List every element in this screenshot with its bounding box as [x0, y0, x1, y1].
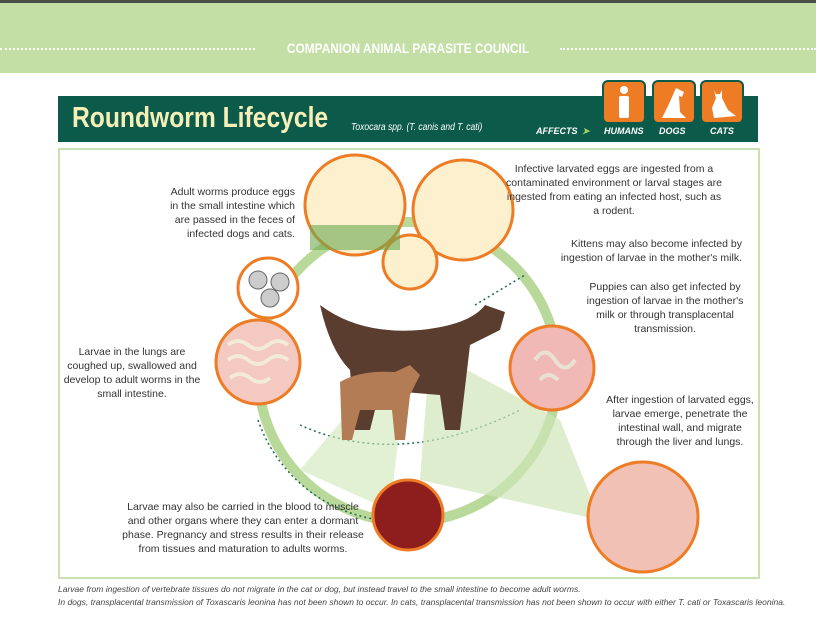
dashed-arrow [474, 274, 526, 306]
step-ingestion: Infective larvated eggs are ingested fro… [506, 163, 722, 217]
dog-icon [652, 80, 696, 124]
title-bar: Roundworm Lifecycle Toxocara spp. (T. ca… [58, 80, 758, 142]
org-name: COMPANION ANIMAL PARASITE COUNCIL [286, 40, 530, 56]
divider [560, 48, 816, 50]
intestine-larvae-bubble [508, 324, 596, 412]
eggs-bubble [236, 256, 300, 320]
header-band: COMPANION ANIMAL PARASITE COUNCIL [0, 3, 816, 73]
footnote: Larvae from ingestion of vertebrate tiss… [58, 584, 581, 594]
step-migration: After ingestion of larvated eggs, larvae… [606, 394, 754, 448]
step-puppies: Puppies can also get infected by ingesti… [586, 281, 744, 335]
target-humans: HUMANS [604, 126, 644, 136]
human-icon [602, 80, 646, 124]
target-dogs: DOGS [659, 126, 686, 136]
step-adult-worms: Adult worms produce eggs in the small in… [170, 186, 295, 240]
zoom-beam [420, 350, 600, 520]
puppy-silhouette [340, 365, 420, 440]
dashed-arrow [257, 419, 381, 521]
arrow-icon: ➤ [582, 126, 590, 136]
larvae [533, 350, 577, 382]
step-lungs: Larvae in the lungs are coughed up, swal… [63, 346, 201, 400]
top-border [0, 0, 816, 3]
tissue-bubble [586, 460, 700, 574]
page-title: Roundworm Lifecycle [72, 102, 329, 134]
grass [310, 225, 400, 250]
hosts-bubble [411, 158, 515, 262]
page-subtitle: Toxocara spp. (T. canis and T. cati) [351, 122, 483, 133]
step-blood: Larvae may also be carried in the blood … [122, 501, 364, 555]
worms [226, 339, 290, 384]
cat-icon [700, 80, 744, 124]
footnote: In dogs, transplacental transmission of … [58, 597, 786, 607]
affects-label: AFFECTS [536, 126, 578, 136]
target-cats: CATS [710, 126, 734, 136]
step-kittens: Kittens may also become infected by inge… [560, 238, 742, 264]
diagram-frame [58, 148, 760, 579]
blood-bubble [371, 478, 445, 552]
divider [0, 48, 255, 50]
